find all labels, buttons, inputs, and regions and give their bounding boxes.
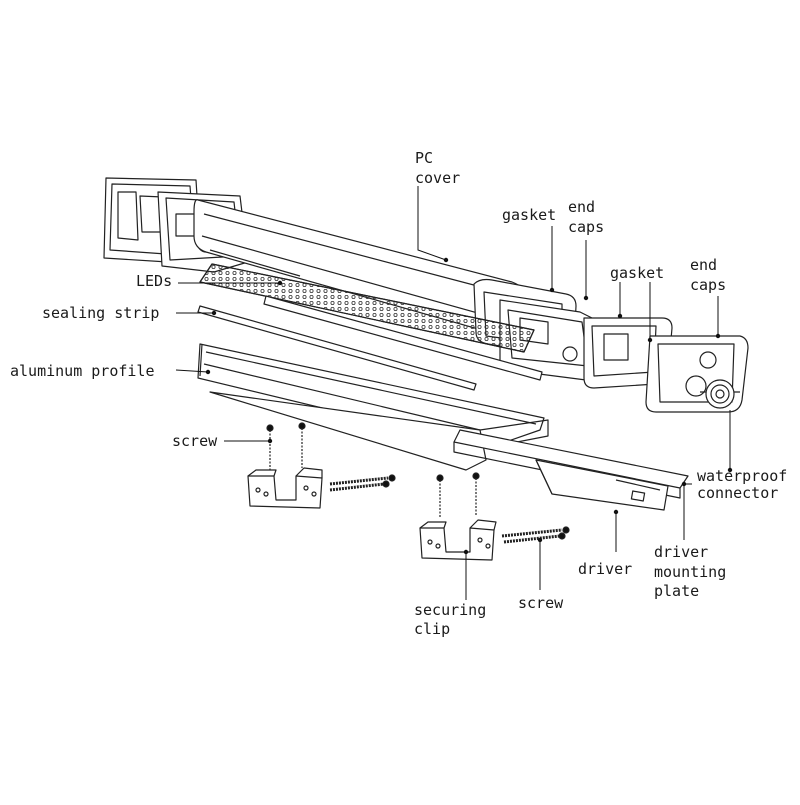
label-waterproof-connector: waterproof connector	[697, 467, 796, 502]
right-end-cap-2	[645, 335, 749, 413]
label-screw-1: screw	[172, 432, 218, 450]
label-screw-2: screw	[518, 594, 564, 612]
label-leds: LEDs	[136, 272, 172, 290]
screws-horizontal-1	[329, 474, 396, 492]
aluminum-profile	[197, 343, 549, 471]
label-pc-cover: PC cover	[415, 149, 460, 187]
label-sealing-strip: sealing strip	[42, 304, 159, 322]
label-driver: driver	[578, 560, 632, 578]
driver-box	[535, 459, 669, 511]
led-board	[199, 263, 535, 353]
screws-horizontal-2	[501, 526, 570, 544]
screws-vertical-2	[436, 472, 480, 518]
label-end-caps-2: end caps	[690, 256, 726, 294]
label-driver-mounting-plate: driver mounting plate	[654, 543, 735, 600]
label-gasket-1: gasket	[502, 206, 556, 224]
label-securing-clip: securing clip	[414, 601, 495, 638]
securing-clip-1	[247, 467, 323, 509]
leader-lines	[175, 186, 733, 600]
label-aluminum-profile: aluminum profile	[10, 362, 155, 380]
sealing-strip	[197, 305, 477, 391]
securing-clip-2	[419, 519, 497, 561]
label-end-caps-1: end caps	[568, 198, 604, 236]
label-gasket-2: gasket	[610, 264, 664, 282]
screws-vertical-1	[266, 422, 306, 470]
labels: PC cover gasket end caps gasket end caps…	[10, 149, 796, 638]
